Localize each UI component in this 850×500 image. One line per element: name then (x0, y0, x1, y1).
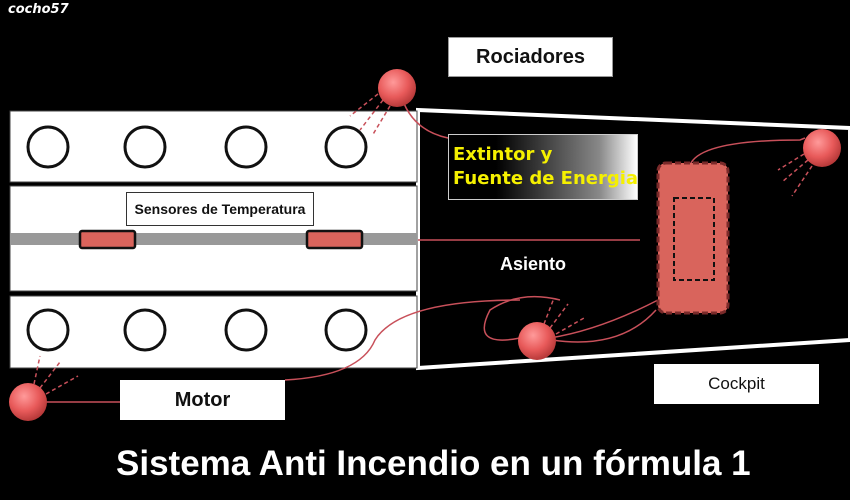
label-extintor-line1: Extintor y (453, 144, 553, 165)
label-extintor: Extintor y Fuente de Energia (448, 134, 638, 200)
temperature-sensor (78, 229, 137, 250)
engine-band-top (9, 110, 418, 183)
extinguisher-inner (673, 197, 715, 281)
label-rociadores: Rociadores (448, 37, 613, 77)
sprinkler-nozzle-icon (349, 69, 416, 137)
label-motor: Motor (120, 380, 285, 420)
label-extintor-line2: Fuente de Energia (453, 168, 639, 189)
sprinkler-nozzle-icon (518, 297, 585, 360)
label-sensores: Sensores de Temperatura (126, 192, 314, 226)
temperature-sensor (305, 229, 364, 250)
watermark: cocho57 (8, 2, 69, 17)
sprinkler-nozzle-icon (9, 355, 79, 421)
engine-cylinder-icon (26, 125, 368, 352)
engine-band-bottom (9, 295, 418, 369)
sprinkler-nozzle-icon (777, 129, 841, 197)
label-cockpit: Cockpit (654, 364, 819, 404)
label-asiento: Asiento (500, 254, 567, 274)
diagram-title: Sistema Anti Incendio en un fórmula 1 (116, 444, 751, 483)
extinguisher-unit (656, 161, 730, 315)
